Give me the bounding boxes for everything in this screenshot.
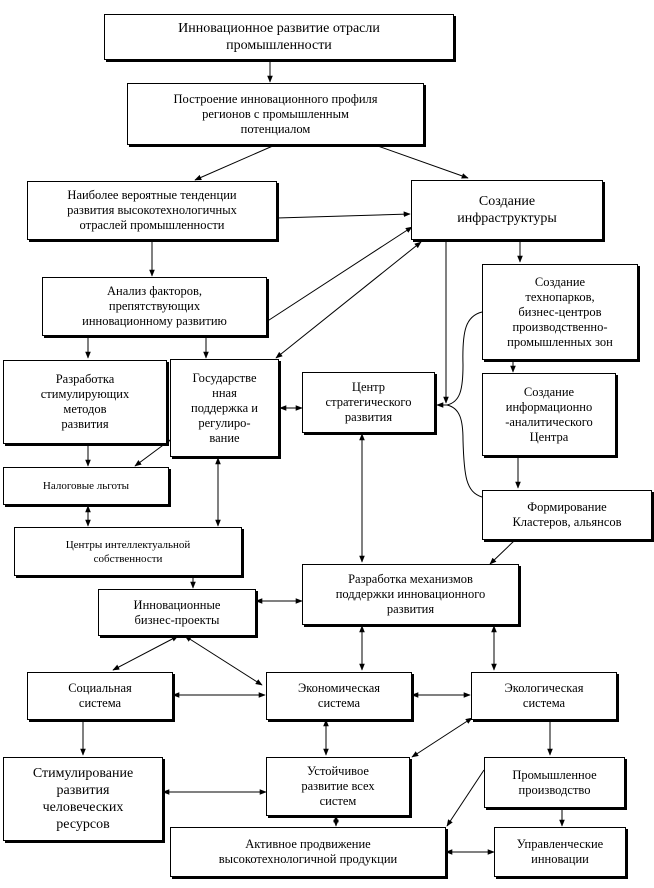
arrow-n8-n11 — [134, 439, 171, 467]
node-strategic-center: Центр стратегического развития — [302, 372, 435, 433]
node-tax-benefits: Налоговые льготы — [3, 467, 169, 505]
arrow-n15-n16 — [112, 635, 179, 671]
arrow-n3-n4 — [276, 211, 411, 219]
node-technoparks: Создание технопарков, бизнес-центров про… — [482, 264, 638, 360]
node-innovation-profile: Построение инновационного профиля регион… — [127, 83, 424, 145]
node-sustainable-development: Устойчивое развитие всех систем — [266, 757, 410, 816]
arrow-n2-n4 — [374, 144, 469, 179]
node-industrial-production: Промышленное производство — [484, 757, 625, 808]
bracket-curve — [446, 311, 483, 498]
node-economic-system: Экономическая система — [266, 672, 412, 720]
node-business-projects: Инновационные бизнес-проекты — [98, 589, 256, 636]
node-infrastructure: Создание инфраструктуры — [411, 180, 603, 240]
node-clusters: Формирование Кластеров, альянсов — [482, 490, 652, 540]
node-analytics-center: Создание информационно -аналитического Ц… — [482, 373, 616, 456]
arrow-n4-n8 — [275, 241, 422, 359]
node-human-resources: Стимулирование развития человеческих рес… — [3, 757, 163, 841]
node-support-mechanisms: Разработка механизмов поддержки инноваци… — [302, 564, 519, 625]
node-ecological-system: Экологическая система — [471, 672, 617, 720]
node-management-innovations: Управленческие инновации — [494, 827, 626, 877]
arrow-n21-n22 — [446, 769, 485, 827]
arrow-n2-n3 — [194, 144, 276, 181]
arrow-n18-n20 — [411, 717, 473, 758]
arrow-n15-n17 — [184, 635, 263, 686]
arrow-n12-n14 — [489, 539, 516, 565]
node-stimulating-methods: Разработка стимулирующих методов развити… — [3, 360, 167, 444]
node-ip-centers: Центры интеллектуальной собственности — [14, 527, 242, 576]
node-state-support: Государстве нная поддержка и регулиро- в… — [170, 359, 279, 457]
node-barrier-analysis: Анализ факторов, препятствующих инноваци… — [42, 277, 267, 336]
node-tech-trends: Наиболее вероятные тенденции развития вы… — [27, 181, 277, 240]
node-social-system: Социальная система — [27, 672, 173, 720]
node-innovation-development: Инновационное развитие отрасли промышлен… — [104, 14, 454, 60]
node-high-tech-promotion: Активное продвижение высокотехнологичной… — [170, 827, 446, 877]
